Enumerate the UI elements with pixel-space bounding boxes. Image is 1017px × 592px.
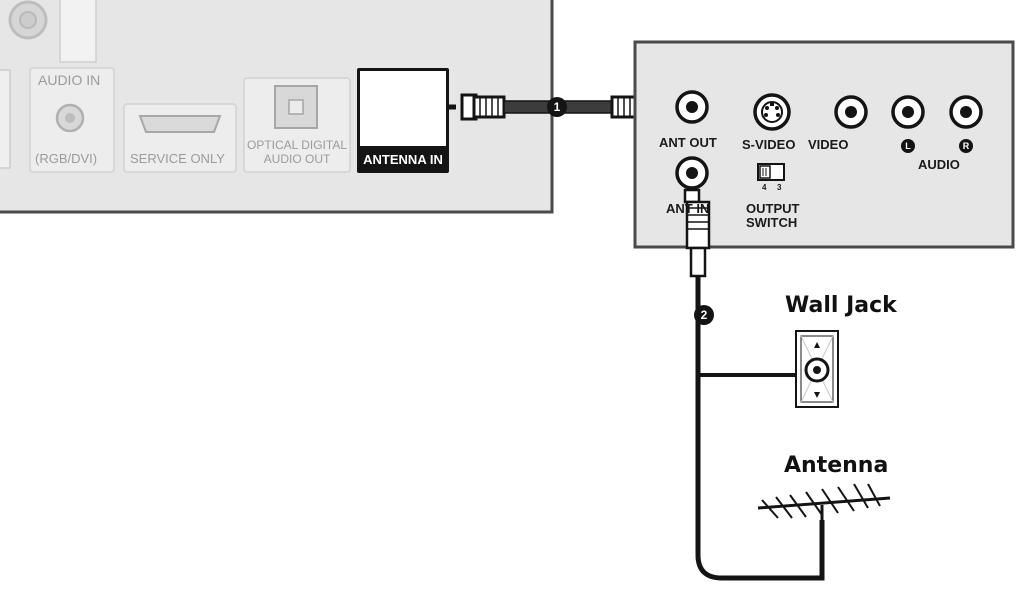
output-switch-icon [757, 163, 785, 181]
audio-label: AUDIO [918, 157, 960, 172]
wall-jack-icon [795, 330, 839, 408]
coax-cable-2 [683, 188, 825, 581]
antenna-in-label: ANTENNA IN [363, 152, 443, 167]
switch-pos-left: 4 [762, 183, 767, 192]
audio-right-marker [959, 139, 973, 153]
hdmi-port-icon [138, 115, 222, 133]
ant-in-label: ANT IN [666, 201, 710, 216]
optical-label-line2: AUDIO OUT [263, 152, 331, 166]
wall-jack-label: Wall Jack [785, 293, 897, 318]
audio-right-marker-text: R [962, 141, 970, 151]
ant-out-label: ANT OUT [659, 135, 717, 150]
optical-label-line1: OPTICAL DIGITAL [246, 138, 348, 152]
antenna-icon [757, 483, 891, 522]
step-number-1: 1 [553, 100, 561, 114]
service-only-label: SERVICE ONLY [130, 151, 225, 166]
tv-back-panel [0, 0, 554, 214]
video-label: VIDEO [808, 137, 849, 152]
antenna-in-port: ANTENNA IN [357, 68, 449, 173]
audio-left-marker-text: L [905, 141, 911, 151]
output-switch-label-line1: OUTPUT [746, 201, 800, 216]
output-switch-label-line2: SWITCH [746, 215, 798, 230]
step-number-2: 2 [700, 308, 708, 322]
antenna-label: Antenna [784, 453, 889, 478]
audio-in-label: AUDIO IN [38, 72, 101, 88]
switch-pos-right: 3 [777, 183, 782, 192]
step-badge-1 [547, 97, 567, 117]
rgb-dvi-label: (RGB/DVI) [35, 151, 98, 166]
audio-left-marker [901, 139, 915, 153]
s-video-label: S-VIDEO [742, 137, 796, 152]
